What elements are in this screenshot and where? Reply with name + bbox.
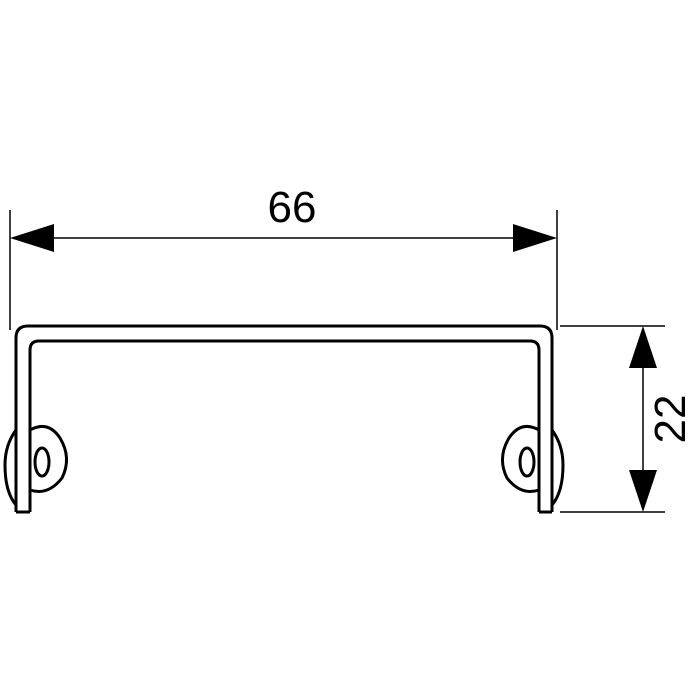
- height-arrow-bottom: [629, 470, 657, 512]
- right-clip: [501, 424, 565, 506]
- width-arrow-left: [10, 224, 54, 252]
- height-arrow-top: [629, 326, 657, 368]
- left-clip: [3, 424, 68, 506]
- profile-outline-outer: [14, 324, 554, 512]
- width-dimension-label: 66: [268, 183, 317, 232]
- width-arrow-right: [513, 224, 557, 252]
- width-dimension: 66: [9, 183, 558, 330]
- height-dimension: 22: [560, 325, 695, 513]
- profile-outline-inner: [28, 339, 541, 512]
- height-dimension-label: 22: [646, 395, 695, 444]
